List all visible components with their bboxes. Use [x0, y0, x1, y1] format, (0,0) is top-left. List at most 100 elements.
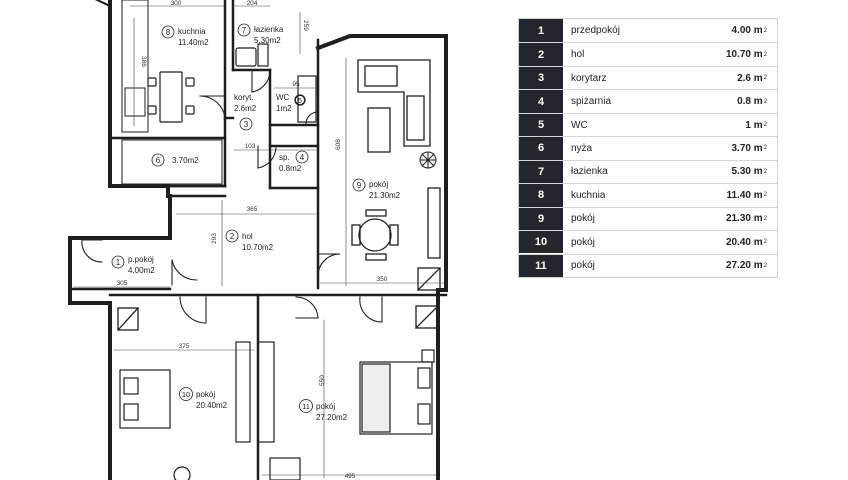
- room-name: spiżarnia: [571, 96, 612, 108]
- room-area-value: 20.40: [725, 236, 751, 248]
- room-number: 3: [519, 66, 563, 90]
- r3-name: koryt.: [234, 93, 254, 102]
- room-number: 5: [519, 113, 563, 137]
- bathroom-fixtures: [235, 43, 317, 123]
- r3-area: 2.6m2: [234, 104, 257, 113]
- room-area-unit: m: [753, 72, 763, 84]
- room-area-exp: 2: [763, 192, 767, 199]
- room-name: pokój: [571, 213, 595, 225]
- room-area-unit: m: [753, 96, 763, 108]
- ventilation-shafts: [117, 267, 441, 331]
- dim-bath-w: 204: [247, 0, 258, 7]
- dim-r11-h: 550: [319, 375, 326, 386]
- r7-no: 7: [242, 26, 247, 35]
- room-number: 6: [519, 137, 563, 160]
- room-area-exp: 2: [763, 168, 767, 175]
- room-number: 8: [519, 184, 563, 207]
- dim-hol-w: 365: [247, 206, 258, 213]
- r9-no: 9: [357, 181, 362, 190]
- r4-name: sp.: [279, 153, 290, 162]
- room-area-unit: m: [753, 166, 763, 178]
- r9-area: 21.30m2: [369, 191, 401, 200]
- room-area-value: 3.70: [731, 142, 751, 154]
- dim-kitchen-w: 300: [171, 0, 182, 7]
- dim-kitchen-h: 386: [140, 56, 147, 67]
- r5-name: WC: [276, 93, 290, 102]
- room-area-exp: 2: [763, 145, 767, 152]
- room-area-exp: 2: [763, 75, 767, 82]
- room-area-unit: m: [753, 260, 763, 272]
- sofa: [357, 59, 441, 259]
- dim-bath-h: 259: [302, 20, 309, 31]
- floor-plan-drawing: 8 kuchnia 11.40m2 7 łazienka 5.30m2 kory…: [68, 0, 448, 480]
- room-number: 10: [519, 231, 563, 254]
- dim-hol-h: 293: [211, 233, 218, 244]
- r8-no: 8: [166, 28, 171, 37]
- doors: [81, 69, 383, 324]
- room-area-value: 10.70: [725, 49, 751, 61]
- room-name: korytarz: [571, 72, 607, 84]
- r2-name: hol: [242, 232, 253, 241]
- room-name: łazienka: [571, 166, 608, 178]
- room-area-unit: m: [753, 142, 763, 154]
- dim-wc-w: 95: [292, 81, 300, 88]
- r11-area: 27.20m2: [316, 413, 348, 422]
- room-number: 1: [519, 19, 563, 43]
- room-name: pokój: [571, 260, 595, 272]
- kitchen-counter: [121, 0, 223, 185]
- r2-no: 2: [230, 232, 235, 241]
- r6-no: 6: [156, 156, 161, 165]
- room-name: nyża: [571, 142, 593, 154]
- room-area-value: 0.8: [737, 96, 751, 108]
- room-name: WC: [571, 119, 588, 131]
- r7-area: 5.30m2: [254, 36, 281, 45]
- room-area-value: 27.20: [725, 260, 751, 272]
- room-number: 4: [519, 90, 563, 113]
- room-area-value: 5.30: [731, 166, 751, 178]
- room-area-unit: m: [753, 213, 763, 225]
- r10-name: pokój: [196, 390, 215, 399]
- dimension-labels: 300 204 259 386 95 103 365 293 608 350 3…: [117, 0, 388, 480]
- room-area-exp: 2: [763, 98, 767, 105]
- room-area-exp: 2: [763, 262, 767, 269]
- bed-room-10: [119, 341, 275, 480]
- r8-area: 11.40m2: [178, 38, 209, 47]
- room-number: 7: [519, 160, 563, 184]
- r4-no: 4: [300, 153, 305, 162]
- dim-p-w: 305: [117, 280, 128, 287]
- r3-no: 3: [244, 120, 249, 129]
- room-area-exp: 2: [763, 122, 767, 129]
- room-number: 2: [519, 43, 563, 66]
- room-area-value: 2.6: [737, 72, 751, 84]
- room-name: przedpokój: [571, 25, 620, 37]
- room-number: 11: [519, 254, 563, 277]
- plant-icon: [419, 151, 437, 169]
- r11-name: pokój: [316, 402, 335, 411]
- r1-area: 4.00m2: [128, 266, 155, 275]
- room-area-value: 1: [745, 119, 751, 131]
- room-area-unit: m: [753, 236, 763, 248]
- room-area-unit: m: [753, 25, 763, 37]
- room-name: hol: [571, 49, 585, 61]
- r2-area: 10.70m2: [242, 243, 274, 252]
- r5-no: 5: [298, 98, 302, 105]
- room-area-value: 21.30: [725, 213, 751, 225]
